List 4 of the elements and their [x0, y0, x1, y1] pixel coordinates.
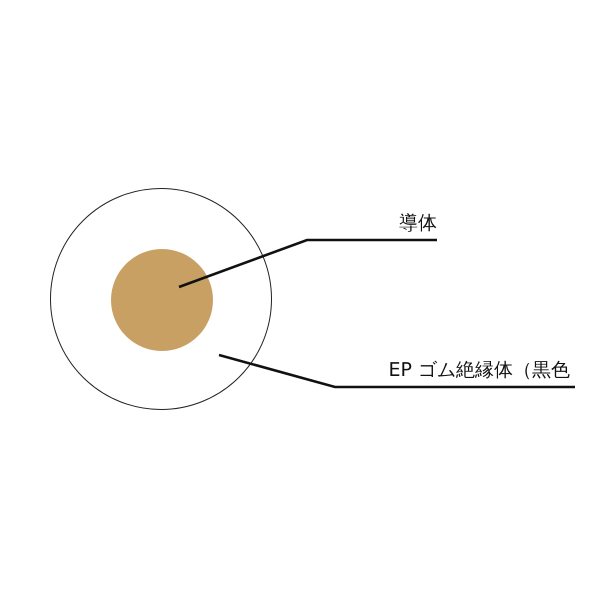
leader-line — [178, 238, 437, 288]
leader-line — [218, 354, 575, 388]
part-label: 導体 — [380, 212, 437, 236]
part-label: EP ゴム絶縁体（黒色 — [355, 359, 570, 383]
